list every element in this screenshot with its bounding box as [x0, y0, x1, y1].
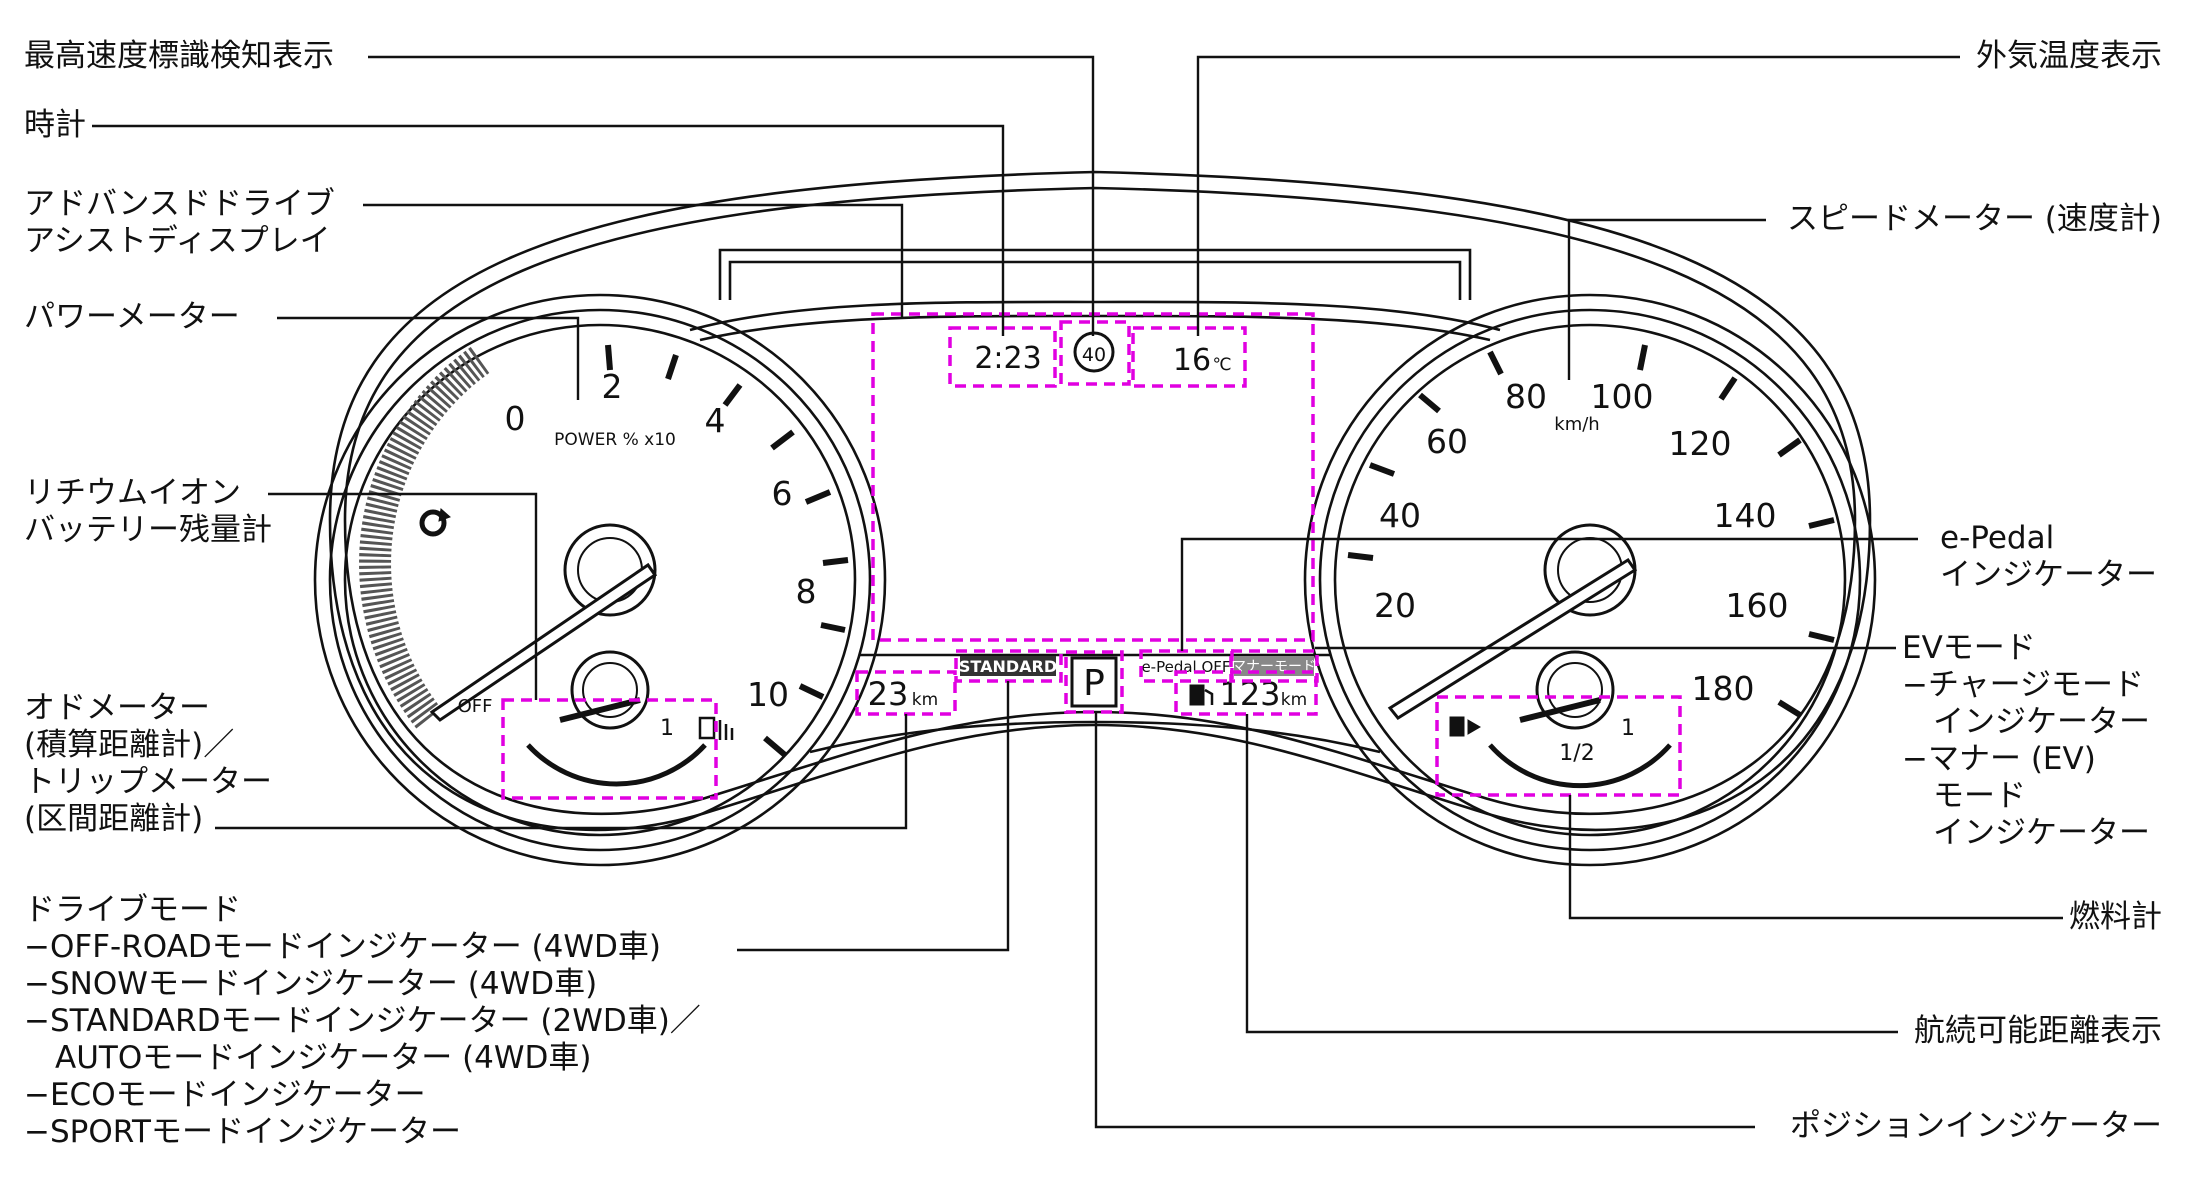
- range-fuel-icon: [1189, 684, 1214, 706]
- gear-letter: P: [1083, 663, 1105, 704]
- label-max-speed-sign: 最高速度標識検知表示: [24, 38, 334, 74]
- battery-full-mark: 1: [660, 716, 674, 741]
- power-tick-2: 2: [602, 367, 623, 406]
- label-clock: 時計: [24, 107, 86, 143]
- power-gauge-dial: [313, 293, 887, 867]
- label-drive-mode: ドライブモード −OFF-ROADモードインジケーター (4WD車) −SNOW…: [24, 892, 701, 1150]
- leader-max-speed: [368, 55, 1095, 336]
- power-tick-4: 4: [705, 401, 726, 440]
- label-outside-temp: 外気温度表示: [1976, 38, 2162, 74]
- leader-adas: [363, 203, 904, 318]
- speed-gauge-dial: [1303, 293, 1877, 867]
- leader-trip: [215, 714, 908, 830]
- clock-readout: 2:23: [974, 341, 1041, 376]
- leader-battery: [268, 492, 538, 700]
- label-battery-meter: リチウムイオン バッテリー残量計: [24, 475, 272, 548]
- power-caption: POWER % x10: [554, 430, 676, 450]
- leader-outside-temp: [1196, 55, 1960, 336]
- drive-mode-text: STANDARD: [959, 657, 1057, 676]
- fuel-full-mark: 1: [1621, 716, 1635, 741]
- gear-box-highlight: [1064, 650, 1124, 714]
- label-ev-mode: EVモード −チャージモード インジケーター −マナー (EV) モード インジ…: [1902, 630, 2150, 851]
- label-range-display: 航続可能距離表示: [1914, 1013, 2162, 1049]
- leader-epedal: [1180, 537, 1918, 651]
- cluster-housing: [328, 170, 1872, 832]
- speed-limit-box: [1059, 320, 1131, 386]
- speed-tick-120: 120: [1669, 424, 1732, 463]
- power-tick-0: 0: [505, 399, 526, 438]
- leader-range: [1245, 714, 1898, 1034]
- trip-unit: km: [912, 690, 938, 710]
- power-gauge-ticks: [605, 344, 849, 758]
- power-off-label: OFF: [458, 696, 493, 717]
- speed-tick-180: 180: [1692, 669, 1755, 708]
- label-position-indicator: ポジションインジケーター: [1790, 1108, 2162, 1144]
- speed-tick-20: 20: [1374, 586, 1416, 625]
- temperature-unit: ℃: [1212, 355, 1231, 375]
- fuel-pump-icon: [1449, 716, 1481, 737]
- leader-fuel: [1568, 795, 2063, 920]
- speed-limit-value: 40: [1082, 344, 1106, 366]
- regen-icon: [419, 508, 451, 537]
- gauge-numerals: 0 2 4 6 8 10 POWER % x10 OFF 1 20 40 60 …: [458, 367, 1789, 766]
- gauge-icons: [419, 508, 1481, 740]
- epedal-text: e-Pedal OFF: [1141, 658, 1230, 676]
- temperature-value: 16: [1173, 343, 1211, 378]
- label-speedometer: スピードメーター (速度計): [1786, 201, 2162, 237]
- speed-gauge-ticks: [1347, 344, 1835, 718]
- leader-clock: [92, 124, 1005, 336]
- power-tick-8: 8: [796, 572, 817, 611]
- label-power-meter: パワーメーター: [24, 299, 240, 335]
- speed-tick-160: 160: [1726, 586, 1789, 625]
- power-tick-6: 6: [772, 474, 793, 513]
- label-odo-trip: オドメーター (積算距離計)／ トリップメーター (区間距離計): [24, 690, 272, 837]
- fuel-half-mark: 1/2: [1559, 741, 1594, 766]
- temperature-box: [1131, 326, 1247, 388]
- leader-lines: [92, 55, 2063, 1129]
- gear-box: [1070, 656, 1118, 708]
- drive-mode-badge: [960, 656, 1056, 676]
- manner-mode-box: [1229, 649, 1319, 683]
- label-adas-display: アドバンスドドライブ アシストディスプレイ: [24, 186, 335, 259]
- charge-plug-icon: [698, 716, 734, 740]
- label-fuel-gauge: 燃料計: [2069, 899, 2162, 935]
- leader-power: [277, 316, 580, 400]
- leader-speedometer: [1567, 218, 1766, 380]
- speed-tick-140: 140: [1714, 496, 1777, 535]
- leader-drive-mode: [737, 681, 1010, 952]
- speed-tick-40: 40: [1379, 496, 1421, 535]
- label-epedal: e-Pedal インジケーター: [1940, 520, 2157, 593]
- clock-box: [948, 326, 1057, 388]
- battery-box: [501, 698, 718, 800]
- fuel-gauge-box: [1435, 695, 1682, 797]
- speed-tick-100: 100: [1591, 377, 1654, 416]
- speed-tick-60: 60: [1426, 422, 1468, 461]
- trip-value: 23: [868, 675, 909, 713]
- range-unit: km: [1281, 690, 1307, 710]
- speed-tick-80: 80: [1505, 377, 1547, 416]
- speed-unit: km/h: [1554, 414, 1599, 435]
- epedal-box: [1139, 649, 1234, 683]
- power-tick-10: 10: [747, 675, 789, 714]
- leader-position: [1094, 712, 1755, 1129]
